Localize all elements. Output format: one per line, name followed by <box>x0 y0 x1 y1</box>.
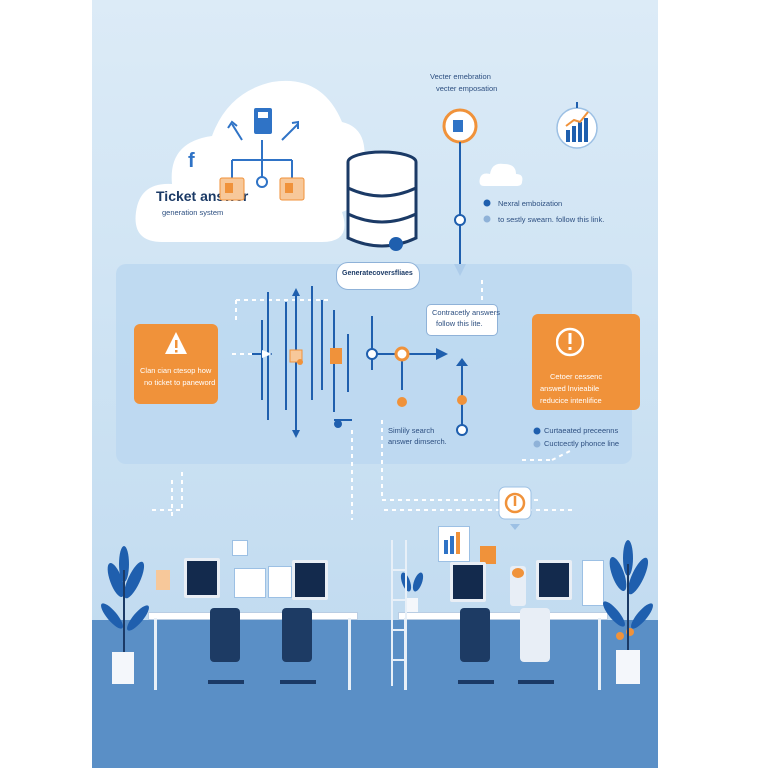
database-label: Generatecoversfliaes <box>342 270 413 277</box>
legend-item-2: to sestly swearn. follow this link. <box>498 215 605 224</box>
bubble-line-2: follow this lite. <box>436 319 483 328</box>
office-chair <box>520 608 550 662</box>
document-screen <box>268 566 292 598</box>
robot-head-icon <box>512 568 524 578</box>
database-label-box <box>336 262 420 290</box>
search-flow <box>456 358 468 436</box>
desk-left-leg <box>154 618 157 690</box>
warning-icon <box>165 332 187 354</box>
chair-base <box>458 680 494 684</box>
chair-base <box>518 680 554 684</box>
chart-bar <box>450 536 454 554</box>
chair-base <box>280 680 316 684</box>
monitor <box>536 560 572 600</box>
vector-flow <box>442 108 478 276</box>
cloud-flow-icons <box>219 108 305 201</box>
plant-right-icon <box>603 540 653 684</box>
desk-left-leg <box>348 618 351 690</box>
office-chair <box>460 608 490 662</box>
chart-bar <box>444 540 448 554</box>
desk-right <box>398 612 608 620</box>
cloud-shape <box>135 80 366 242</box>
facebook-logo-icon: f <box>188 150 195 172</box>
desk-right-leg <box>598 618 601 690</box>
office-chair <box>210 608 240 662</box>
notes-item-2: Cuctcectly phonce line <box>544 439 620 448</box>
cloud-subtitle: generation system <box>162 208 224 217</box>
vector-label-2: vecter emposation <box>436 84 498 93</box>
office-chair <box>282 608 312 662</box>
legend-markers <box>483 199 491 223</box>
sticky-note-icon <box>156 570 170 590</box>
database-icon <box>346 150 418 251</box>
note-icon <box>232 540 248 556</box>
phone-screen <box>582 560 604 606</box>
desk-left <box>148 612 358 620</box>
answers-bubble <box>426 304 498 336</box>
chart-board-icon <box>438 526 470 562</box>
bag-icon <box>480 546 496 564</box>
office-floor <box>92 620 658 768</box>
left-card-line-2: no ticket to paneword <box>144 378 216 387</box>
document-screen <box>234 568 266 598</box>
plant-left-icon <box>101 546 149 684</box>
vector-label-1: Vecter emebration <box>430 72 491 81</box>
right-card-line-2: answed lnvieabile <box>540 384 600 393</box>
search-line-2: answer dimserch. <box>388 437 447 446</box>
chart-bar <box>456 532 460 554</box>
right-card-line-3: reducice intenlifice <box>540 396 602 405</box>
flow-connectors <box>152 280 572 520</box>
notes-markers <box>533 427 541 448</box>
monitor <box>292 560 328 600</box>
right-alert-card <box>532 314 640 410</box>
upload-badge-icon <box>498 486 532 530</box>
alert-icon <box>556 327 584 357</box>
small-cloud-icon <box>479 163 523 186</box>
monitor <box>450 562 486 602</box>
analytics-chart-icon <box>556 102 598 149</box>
chair-base <box>208 680 244 684</box>
diagram-canvas: Ticket answer generation system f Vecter… <box>92 0 658 768</box>
monitor <box>184 558 220 598</box>
left-card-line-1: Clan cian ctesop how <box>140 366 212 375</box>
right-card-line-1: Cetoer cessenc <box>550 372 603 381</box>
ladder-icon <box>391 540 407 686</box>
bubble-line-1: Contracetly answers <box>432 308 500 317</box>
legend-item-1: Nexral emboization <box>498 199 563 208</box>
search-line-1: Simlily search <box>388 426 435 435</box>
notes-item-1: Curtaeated preceenns <box>544 426 619 435</box>
